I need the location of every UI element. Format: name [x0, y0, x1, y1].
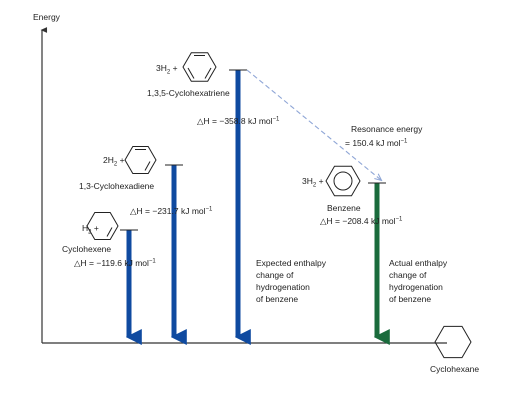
- svg-text:change of: change of: [389, 270, 427, 280]
- energy-axis-label: Energy: [33, 12, 61, 22]
- cyclohexadiene-reagent: 2H2 +: [103, 155, 125, 168]
- cyclohexene-enthalpy: △H = −119.6 kJ mol−1: [74, 258, 156, 268]
- svg-text:of benzene: of benzene: [256, 294, 298, 304]
- cyclohexene-structure: [86, 212, 119, 240]
- benzene-structure: [325, 165, 361, 197]
- cyclohexadiene-enthalpy: △H = −231.7 kJ mol−1: [130, 206, 213, 216]
- benzene-enthalpy: △H = −208.4 kJ mol−1: [320, 216, 403, 226]
- svg-text:of benzene: of benzene: [389, 294, 431, 304]
- cyclohexatriene-structure: [182, 52, 217, 82]
- cyclohexene-group: H2 + Cyclohexene △H = −119.6 kJ mol−1: [62, 212, 156, 268]
- cyclohexatriene-enthalpy: △H = −358.8 kJ mol−1: [197, 116, 280, 126]
- cyclohexadiene-name: 1,3-Cyclohexadiene: [79, 181, 154, 191]
- svg-text:hydrogenation: hydrogenation: [256, 282, 310, 292]
- actual-enthalpy-note: Actual enthalpy change of hydrogenation …: [389, 258, 448, 304]
- cyclohexadiene-structure: [124, 146, 157, 174]
- svg-text:change of: change of: [256, 270, 294, 280]
- benzene-group: 3H2 + Benzene △H = −208.4 kJ mol−1: [302, 165, 403, 226]
- svg-text:Expected enthalpy: Expected enthalpy: [256, 258, 327, 268]
- cyclohexane-structure: [434, 325, 472, 359]
- cyclohexatriene-reagent: 3H2 +: [156, 63, 178, 76]
- cyclohexatriene-name: 1,3,5-Cyclohexatriene: [147, 88, 230, 98]
- cyclohexene-reagent: H2 +: [82, 223, 99, 236]
- svg-text:hydrogenation: hydrogenation: [389, 282, 443, 292]
- cyclohexatriene-group: 3H2 + 1,3,5-Cyclohexatriene △H = −358.8 …: [147, 52, 280, 126]
- benzene-name: Benzene: [327, 203, 361, 213]
- cyclohexadiene-group: 2H2 + 1,3-Cyclohexadiene △H = −231.7 kJ …: [79, 146, 213, 216]
- resonance-energy-value: = 150.4 kJ mol−1: [345, 138, 408, 148]
- svg-text:Actual enthalpy: Actual enthalpy: [389, 258, 448, 268]
- cyclohexene-name: Cyclohexene: [62, 244, 111, 254]
- resonance-energy-title: Resonance energy: [351, 124, 423, 134]
- cyclohexane-name: Cyclohexane: [430, 364, 479, 374]
- expected-enthalpy-note: Expected enthalpy change of hydrogenatio…: [256, 258, 327, 304]
- resonance-energy-arrow: [246, 69, 381, 180]
- benzene-reagent: 3H2 +: [302, 176, 324, 189]
